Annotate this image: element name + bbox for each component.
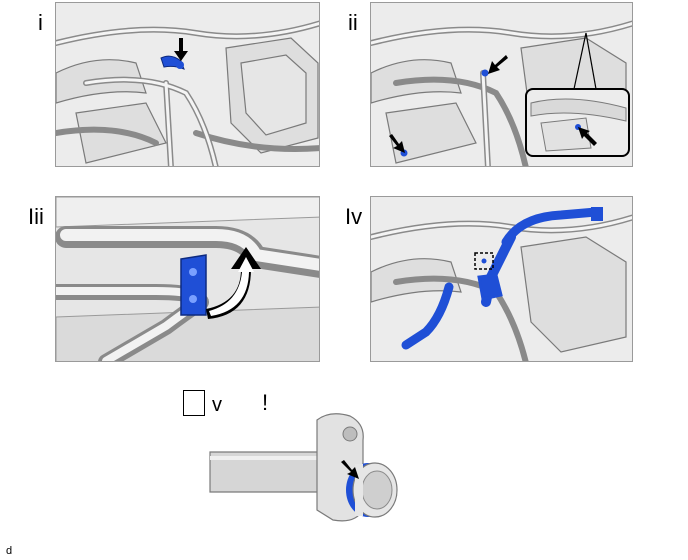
dashed-callout-box bbox=[474, 252, 494, 270]
pointer-arrow-icon bbox=[341, 460, 359, 479]
panel-label-i: i bbox=[38, 10, 43, 35]
panel-iv bbox=[370, 196, 633, 362]
pipe-end-detail bbox=[209, 413, 398, 522]
engine-illustration-ii bbox=[371, 3, 632, 166]
panel-i bbox=[55, 2, 320, 167]
pointer-arrow-icon bbox=[389, 134, 405, 153]
highlighted-pipe-assembly bbox=[401, 207, 601, 350]
inset-detail bbox=[525, 88, 630, 157]
panel-iii bbox=[55, 196, 320, 362]
pointer-arrow-icon bbox=[488, 55, 508, 74]
pipe-bracket-illustration bbox=[56, 197, 319, 361]
caution-mark: ! bbox=[262, 390, 269, 415]
pointer-arrow-icon bbox=[174, 38, 188, 61]
engine-illustration-iv bbox=[371, 197, 632, 361]
panel-ii bbox=[370, 2, 633, 167]
detail-label-v: v bbox=[212, 394, 222, 416]
rotate-arrow-icon bbox=[206, 247, 261, 319]
panel-label-ii: ii bbox=[348, 10, 358, 35]
panel-label-iv: Iv bbox=[345, 204, 363, 229]
figure-code: d bbox=[6, 545, 13, 557]
engine-illustration-i bbox=[56, 3, 319, 166]
pointer-arrow-icon bbox=[578, 127, 597, 146]
legend-box bbox=[183, 390, 205, 416]
panel-label-iii: Iii bbox=[28, 204, 44, 229]
